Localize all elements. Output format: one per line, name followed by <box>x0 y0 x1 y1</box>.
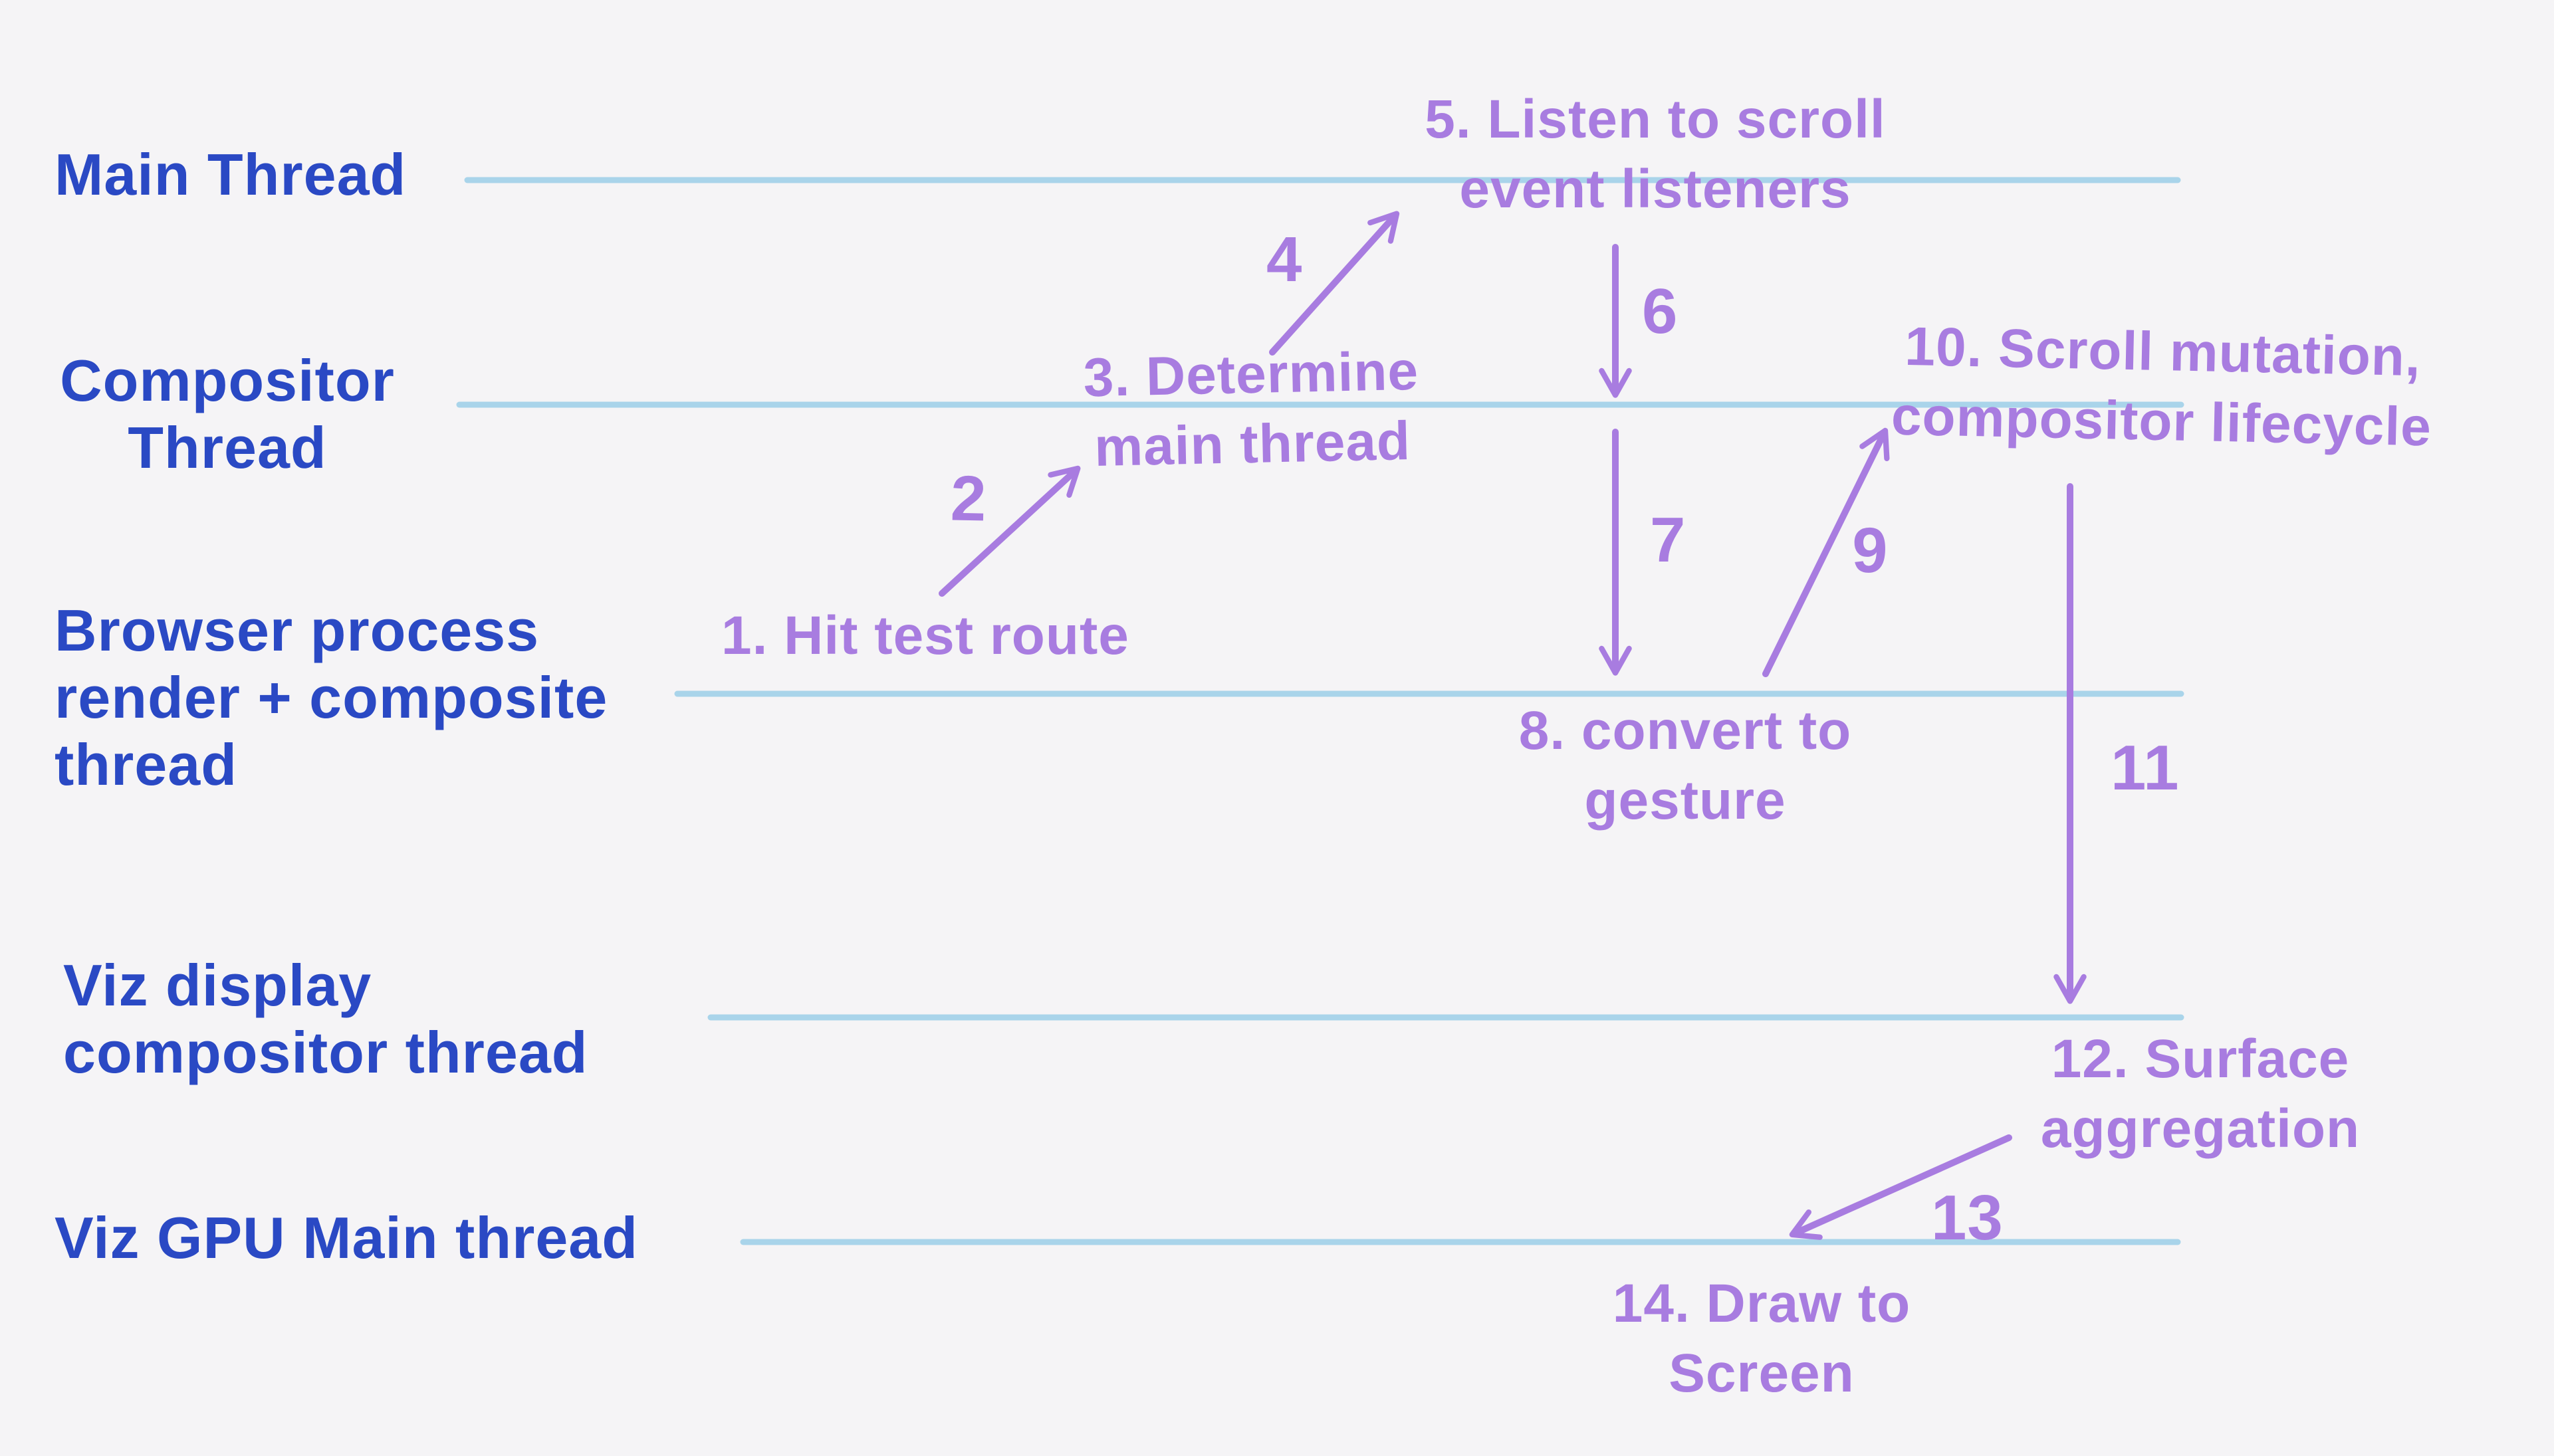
step-12-line: aggregation <box>2040 1098 2361 1159</box>
arrow-step-2 <box>939 465 1081 597</box>
step-3-line: 3. Determine <box>1082 340 1419 409</box>
step-8-label: 8. convert to gesture <box>1472 696 1898 836</box>
thread-label-viz-display: Viz display compositor thread <box>63 952 588 1086</box>
step-12-label: 12. Surface aggregation <box>1961 1025 2440 1164</box>
thread-label-line: Browser process <box>55 597 540 663</box>
arrow-step-13 <box>1789 1134 2012 1240</box>
step-5-label: 5. Listen to scroll event listeners <box>1363 85 1948 225</box>
thread-label-line: thread <box>55 732 237 798</box>
thread-label-line: Viz display <box>63 952 372 1018</box>
step-3-line: main thread <box>1094 410 1411 478</box>
thread-label-line: Viz GPU Main thread <box>55 1205 638 1271</box>
step-6-number: 6 <box>1642 276 1679 347</box>
thread-label-browser-process: Browser process render + composite threa… <box>55 597 608 799</box>
step-10-label: 10. Scroll mutation, compositor lifecycl… <box>1770 310 2554 465</box>
thread-label-line: compositor thread <box>63 1019 588 1086</box>
step-14-line: Screen <box>1669 1342 1855 1404</box>
step-1-label: 1. Hit test route <box>721 605 1129 666</box>
thread-label-line: render + composite <box>55 665 608 731</box>
step-5-line: 5. Listen to scroll <box>1425 89 1886 150</box>
step-7-number: 7 <box>1650 504 1686 575</box>
step-11-number: 11 <box>2111 732 2180 803</box>
thread-label-line: Main Thread <box>55 142 407 207</box>
thread-label-line: Compositor <box>60 348 395 413</box>
step-9-number: 9 <box>1851 514 1889 587</box>
step-8-line: gesture <box>1584 770 1786 831</box>
thread-label-compositor: Compositor Thread <box>55 347 400 481</box>
arrow-step-4 <box>1269 211 1400 356</box>
step-12-line: 12. Surface <box>2051 1029 2350 1089</box>
step-13-number: 13 <box>1931 1182 2004 1253</box>
step-4-number: 4 <box>1266 224 1303 295</box>
thread-label-viz-gpu: Viz GPU Main thread <box>55 1204 638 1271</box>
thread-label-line: Thread <box>128 415 327 481</box>
step-2-number: 2 <box>949 463 988 535</box>
step-14-label: 14. Draw to Screen <box>1562 1269 1961 1409</box>
step-3-label: 3. Determine main thread <box>1054 336 1449 484</box>
step-14-line: 14. Draw to <box>1612 1273 1911 1334</box>
step-5-line: event listeners <box>1459 158 1851 219</box>
thread-label-main: Main Thread <box>55 141 406 208</box>
arrow-step-9 <box>1762 427 1890 677</box>
step-8-line: 8. convert to <box>1518 700 1852 761</box>
